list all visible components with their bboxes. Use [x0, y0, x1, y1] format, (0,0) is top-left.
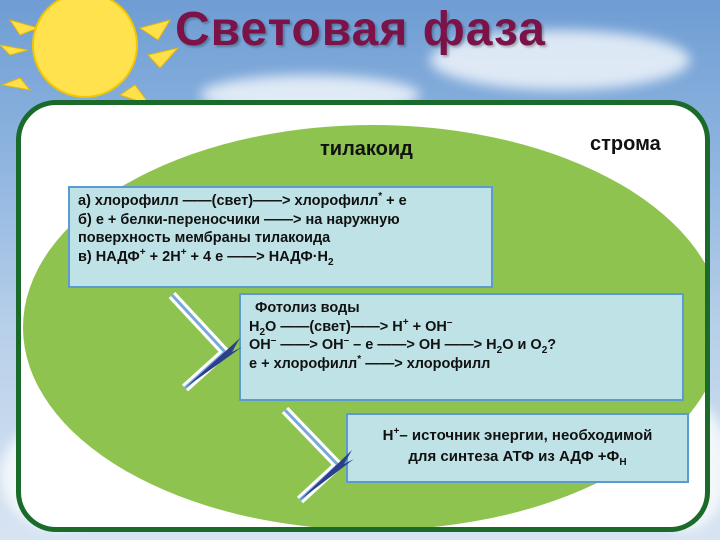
- stroma-label: строма: [590, 133, 661, 155]
- reaction-a: а) хлорофилл ——(свет)——> хлорофилл* + е: [78, 191, 407, 209]
- proton-line1: Н+– источник энергии, необходимой: [382, 426, 653, 445]
- proton-line2: для синтеза АТФ из АДФ +ФН: [408, 448, 627, 468]
- reaction-b: б) е + белки-переносчики ——> на наружную: [78, 211, 400, 228]
- photolysis-line2: ОН– ——> ОН– – е ——> ОН ——> Н2О и О2?: [249, 335, 557, 356]
- reaction-c: в) НАДФ+ + 2Н+ + 4 е ——> НАДФ·Н2: [78, 246, 334, 268]
- photolysis-line3: е + хлорофилл* ——> хлорофилл: [249, 353, 491, 372]
- thylakoid-label: тилакоид: [320, 138, 413, 160]
- slide-title: Световая фаза: [175, 3, 546, 56]
- proton-energy-box: Н+– источник энергии, необходимой для си…: [346, 413, 689, 483]
- light-reactions-box: а) хлорофилл ——(свет)——> хлорофилл* + е …: [68, 186, 493, 288]
- reaction-b-cont: поверхность мембраны тилакоида: [78, 230, 331, 246]
- photolysis-line1: Н2О ——(свет)——> Н+ + ОН–: [249, 316, 453, 338]
- photolysis-box: Фотолиз воды Н2О ——(свет)——> Н+ + ОН– ОН…: [239, 293, 684, 401]
- photolysis-heading: Фотолиз воды: [255, 300, 360, 316]
